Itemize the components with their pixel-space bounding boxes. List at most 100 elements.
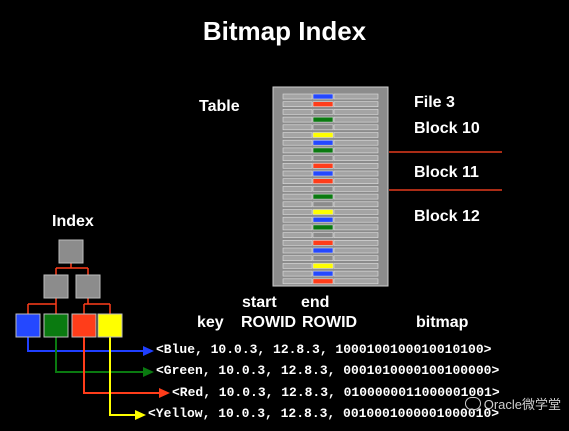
row-key-cell-yellow: [312, 263, 334, 269]
row-cell-left: [282, 155, 313, 161]
header-start: start: [242, 294, 277, 311]
table-row: [282, 270, 379, 277]
index-branch-node-right: [75, 274, 101, 299]
table-row: [282, 132, 379, 138]
row-cell-left: [282, 139, 313, 146]
row-key-cell-red: [312, 178, 334, 184]
table-row: [282, 201, 379, 208]
table-label: Table: [199, 98, 240, 115]
chat-bubble-icon: [464, 397, 481, 410]
row-cell-right: [333, 155, 379, 161]
block-label-10: Block 10: [414, 120, 480, 137]
row-cell-right: [333, 139, 379, 146]
index-leaf-green: [43, 313, 69, 338]
header-key: key: [197, 314, 224, 331]
table-rows: [282, 93, 379, 285]
row-cell-right: [333, 224, 379, 231]
row-cell-left: [282, 186, 313, 192]
row-key-cell-blue: [312, 139, 334, 146]
row-cell-right: [333, 278, 379, 285]
table-row: [282, 193, 379, 200]
table-row: [282, 109, 379, 115]
index-leaf-red: [71, 313, 97, 338]
row-key-cell-yellow: [312, 209, 334, 215]
row-cell-left: [282, 201, 313, 208]
table-row: [282, 216, 379, 223]
row-key-cell-red: [312, 101, 334, 107]
row-cell-left: [282, 163, 313, 169]
table-row: [282, 247, 379, 254]
watermark: Oracle微学堂: [464, 394, 561, 413]
table-row: [282, 278, 379, 285]
row-key-cell-yellow: [312, 132, 334, 138]
table-row: [282, 116, 379, 123]
row-cell-left: [282, 101, 313, 107]
table-row: [282, 240, 379, 246]
row-cell-right: [333, 209, 379, 215]
table-row: [282, 224, 379, 231]
row-key-cell-blue: [312, 247, 334, 254]
row-cell-right: [333, 124, 379, 131]
row-key-cell-gray: [312, 255, 334, 261]
row-cell-left: [282, 255, 313, 261]
row-cell-left: [282, 240, 313, 246]
block-label-11: Block 11: [414, 164, 479, 181]
row-cell-left: [282, 132, 313, 138]
row-key-cell-red: [312, 278, 334, 285]
row-cell-left: [282, 263, 313, 269]
header-bitmap: bitmap: [416, 314, 469, 331]
row-cell-right: [333, 101, 379, 107]
table-row: [282, 147, 379, 154]
row-key-cell-green: [312, 193, 334, 200]
table-row: [282, 124, 379, 131]
row-cell-left: [282, 109, 313, 115]
row-cell-left: [282, 124, 313, 131]
row-cell-right: [333, 240, 379, 246]
row-key-cell-red: [312, 240, 334, 246]
index-root-node: [58, 239, 84, 264]
row-cell-left: [282, 232, 313, 238]
table-row: [282, 93, 379, 100]
bitmap-entry-yellow: <Yellow, 10.0.3, 12.8.3, 001000100000100…: [148, 406, 500, 421]
index-leaf-yellow: [97, 313, 123, 338]
index-leaf-blue: [15, 313, 41, 338]
row-cell-left: [282, 224, 313, 231]
row-key-cell-red: [312, 163, 334, 169]
row-cell-left: [282, 270, 313, 277]
row-cell-right: [333, 201, 379, 208]
row-cell-right: [333, 232, 379, 238]
table-row: [282, 170, 379, 177]
row-cell-left: [282, 147, 313, 154]
table-row: [282, 232, 379, 238]
index-label: Index: [52, 213, 94, 230]
index-branch-node-left: [43, 274, 69, 299]
table-row: [282, 178, 379, 184]
header-end-rowid: ROWID: [302, 314, 358, 331]
row-cell-right: [333, 170, 379, 177]
row-cell-left: [282, 247, 313, 254]
slide-title: Bitmap Index: [202, 16, 367, 46]
row-key-cell-gray: [312, 186, 334, 192]
table-row: [282, 263, 379, 269]
row-key-cell-gray: [312, 109, 334, 115]
row-cell-right: [333, 186, 379, 192]
row-cell-right: [333, 270, 379, 277]
bitmap-entry-blue: <Blue, 10.0.3, 12.8.3, 10001001000100101…: [156, 342, 492, 357]
row-cell-right: [333, 116, 379, 123]
table-row: [282, 139, 379, 146]
row-cell-right: [333, 132, 379, 138]
table-row: [282, 155, 379, 161]
row-cell-right: [333, 247, 379, 254]
row-cell-right: [333, 178, 379, 184]
row-cell-left: [282, 178, 313, 184]
row-cell-right: [333, 263, 379, 269]
table-row: [282, 101, 379, 107]
row-key-cell-green: [312, 224, 334, 231]
file-label: File 3: [414, 94, 455, 111]
row-key-cell-gray: [312, 155, 334, 161]
leaf-arrows: [27, 337, 170, 420]
row-cell-right: [333, 147, 379, 154]
row-cell-right: [333, 109, 379, 115]
